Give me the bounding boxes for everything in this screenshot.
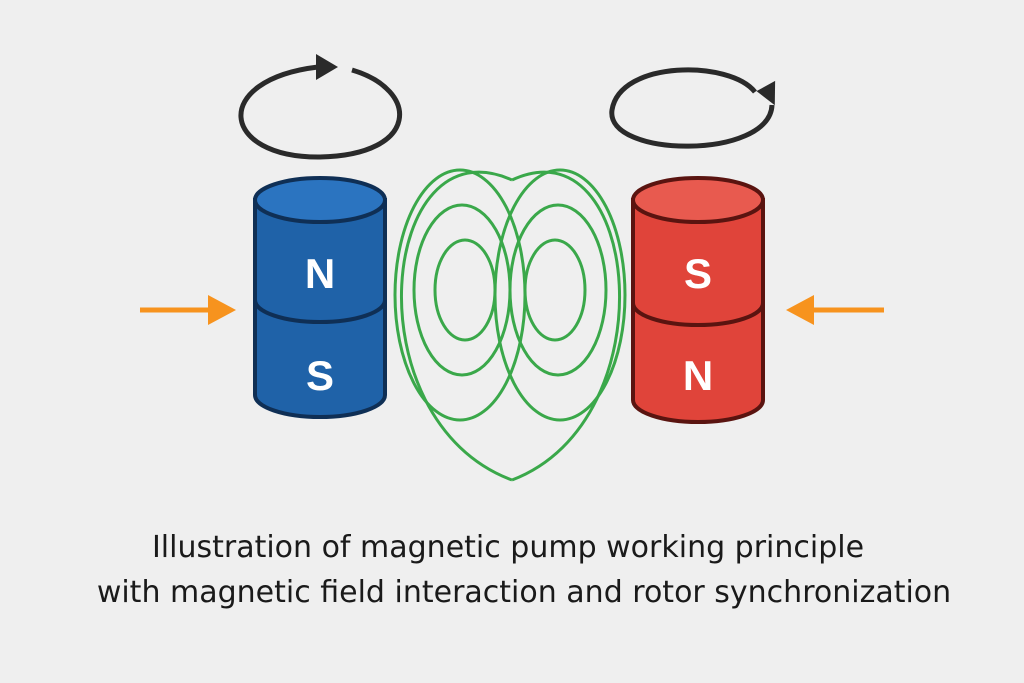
rotation-arrow-left: [238, 54, 403, 160]
right-top-pole: S: [684, 250, 712, 297]
caption-line-1: Illustration of magnetic pump working pr…: [151, 530, 865, 565]
left-top-pole: N: [305, 250, 335, 297]
right-magnet: [631, 176, 765, 424]
magnetic-field-lines: [393, 168, 627, 482]
rotation-arrow-right: [609, 67, 776, 149]
left-magnet: [253, 176, 387, 419]
left-bottom-pole: S: [306, 352, 334, 399]
force-arrow-left: [140, 295, 236, 325]
force-arrow-right: [786, 295, 884, 325]
caption-line-2: with magnetic field interaction and roto…: [96, 575, 952, 610]
right-bottom-pole: N: [683, 352, 713, 399]
